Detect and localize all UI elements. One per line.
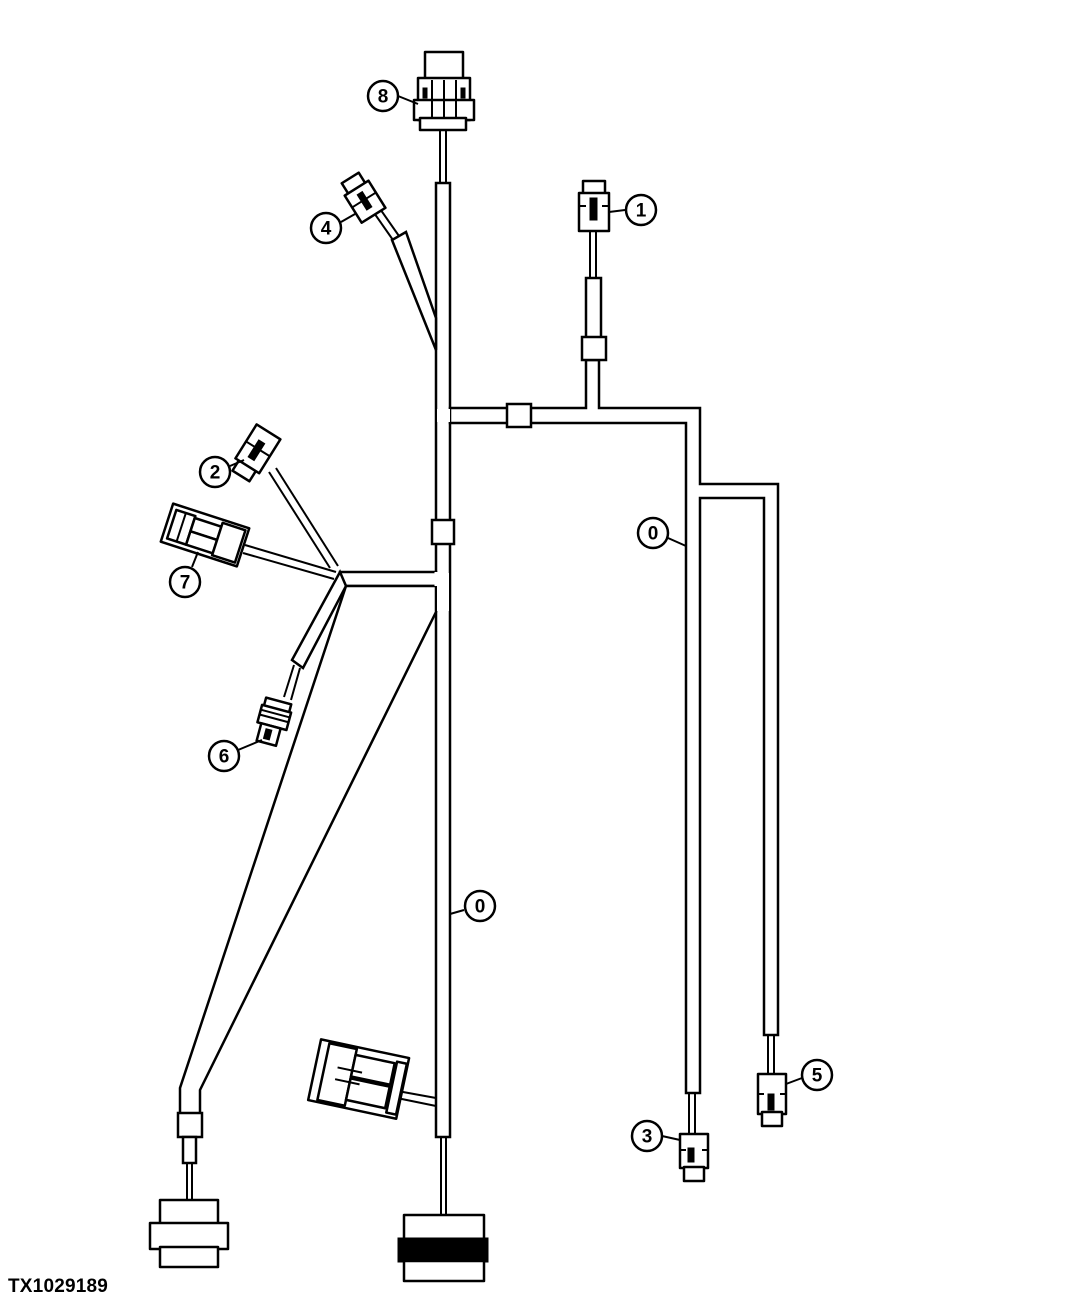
callout-label-7: 7 bbox=[180, 573, 191, 594]
callout-1: 1 bbox=[624, 193, 658, 227]
callout-label-2: 2 bbox=[210, 463, 221, 484]
callout-leaders bbox=[191, 95, 803, 1141]
callout-8: 8 bbox=[366, 79, 400, 113]
right-branch bbox=[437, 231, 780, 1135]
main-trunk bbox=[430, 130, 456, 1215]
callout-label-6: 6 bbox=[219, 747, 230, 768]
branch-connector-4 bbox=[371, 205, 438, 351]
round-connector-left bbox=[148, 1198, 230, 1269]
callout-0-trunk: 0 bbox=[463, 889, 497, 923]
connector-8 bbox=[412, 50, 476, 132]
callout-label-0-trunk: 0 bbox=[475, 897, 486, 918]
connector-7 bbox=[159, 502, 251, 568]
connector-4 bbox=[340, 171, 387, 224]
callout-label-8: 8 bbox=[378, 87, 389, 108]
connector-2 bbox=[231, 423, 282, 483]
round-connector-center bbox=[397, 1213, 489, 1283]
callout-2: 2 bbox=[198, 455, 232, 489]
connector-5 bbox=[756, 1072, 788, 1128]
connector-3 bbox=[678, 1132, 710, 1183]
callout-label-1: 1 bbox=[636, 201, 647, 222]
connector-6 bbox=[255, 696, 293, 748]
callout-label-4: 4 bbox=[321, 219, 332, 240]
callout-label-3: 3 bbox=[642, 1127, 653, 1148]
callout-5: 5 bbox=[800, 1058, 834, 1092]
callout-0-right: 0 bbox=[636, 516, 670, 550]
callout-label-5: 5 bbox=[812, 1066, 823, 1087]
callout-4: 4 bbox=[309, 211, 343, 245]
connector-1 bbox=[577, 179, 611, 233]
figure-id-label: TX1029189 bbox=[8, 1276, 109, 1297]
callout-3: 3 bbox=[630, 1119, 664, 1153]
callout-7: 7 bbox=[168, 565, 202, 599]
callout-6: 6 bbox=[207, 739, 241, 773]
callout-label-0-right: 0 bbox=[648, 524, 659, 545]
connector-stub bbox=[306, 1038, 411, 1120]
